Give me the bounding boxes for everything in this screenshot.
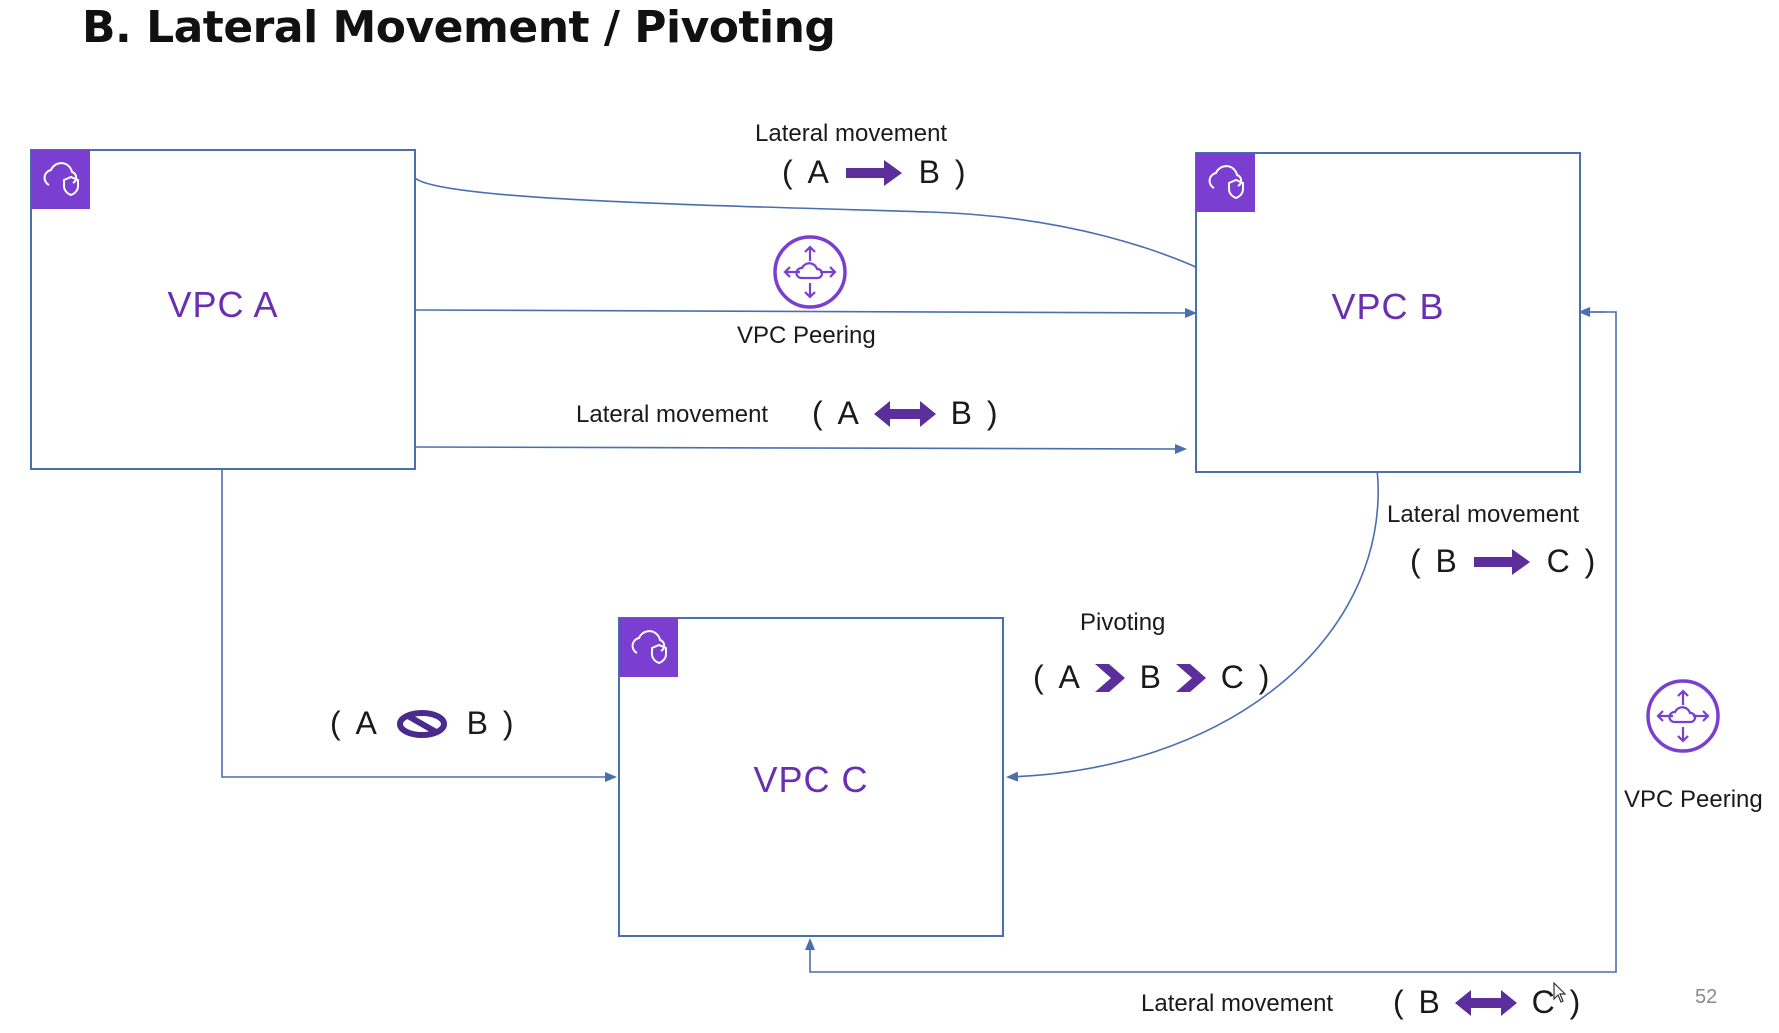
prohibited-icon (396, 709, 447, 738)
double-arrow-icon (873, 400, 936, 427)
vpc-a-label: VPC A (167, 284, 279, 325)
chevron-right-icon (1094, 663, 1125, 692)
vpc-shield-cloud-icon (619, 618, 678, 677)
arrow-right-icon (845, 159, 902, 186)
vpc-shield-cloud-icon (1196, 153, 1255, 212)
blocked-ab-expression: ( A B ) (330, 705, 514, 742)
chevron-right-icon (1175, 663, 1206, 692)
lateral-movement-label-top: Lateral movement (755, 120, 948, 147)
lateral-ab-mid-expression: ( A B ) (812, 395, 998, 432)
double-arrow-icon (1454, 989, 1517, 1016)
vpc-peering-label-right: VPC Peering (1624, 786, 1763, 813)
vpc-peering-icon (772, 234, 848, 310)
lateral-bc-bottom-expression: ( B C ) (1393, 984, 1581, 1021)
vpc-c-box[interactable]: VPC C (618, 617, 1004, 937)
vpc-c-label: VPC C (753, 759, 869, 800)
blocked-line-ac (221, 470, 617, 782)
lateral-ab-top-expression: ( A B ) (782, 154, 966, 191)
vpc-a-box[interactable]: VPC A (30, 149, 416, 470)
arrow-right-icon (1473, 548, 1530, 575)
vpc-b-box[interactable]: VPC B (1195, 152, 1581, 473)
peering-line-ab (405, 304, 1197, 318)
pivoting-expression: ( A B C ) (1033, 659, 1270, 696)
vpc-peering-icon (1645, 678, 1721, 754)
pivoting-label: Pivoting (1080, 609, 1166, 636)
lateral-bc-right-expression: ( B C ) (1410, 543, 1596, 580)
slide-title: B. Lateral Movement / Pivoting (82, 2, 836, 53)
vpc-shield-cloud-icon (31, 150, 90, 209)
lateral-movement-label-bottom: Lateral movement (1141, 990, 1334, 1017)
vpc-peering-label-top: VPC Peering (737, 322, 876, 349)
lateral-movement-label-mid: Lateral movement (576, 401, 769, 428)
mouse-cursor-icon (1553, 982, 1567, 1003)
page-number: 52 (1695, 986, 1718, 1008)
lateral-movement-label-right: Lateral movement (1387, 501, 1580, 528)
vpc-b-label: VPC B (1331, 286, 1445, 327)
lateral-line-ab (414, 443, 1187, 454)
